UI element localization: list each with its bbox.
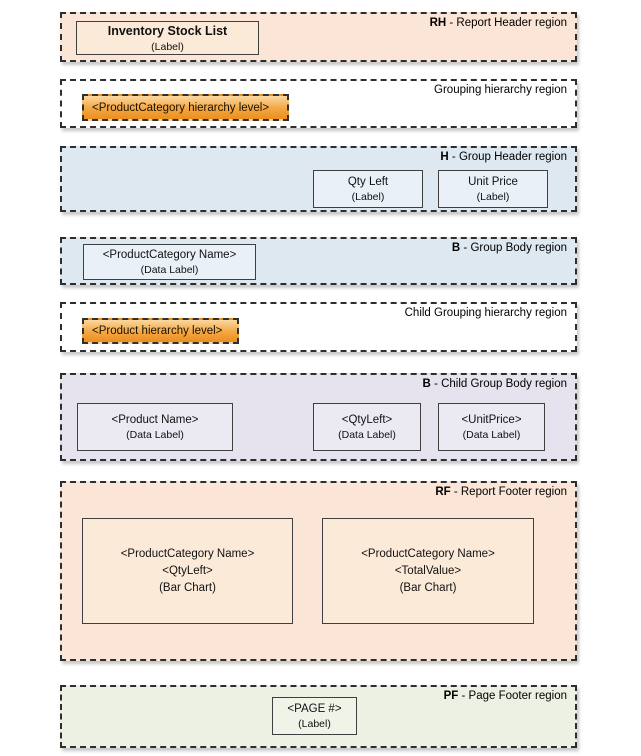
group-header-region-label: H - Group Header region <box>440 151 567 163</box>
region-name: - Report Header region <box>446 17 567 29</box>
product-name-text: <Product Name> <box>111 413 199 426</box>
chart-value-field: <QtyLeft> <box>162 564 213 577</box>
page-number-type: (Label) <box>298 717 331 730</box>
chart-category-field: <ProductCategory Name> <box>120 547 255 560</box>
hierarchy-level-text: <ProductCategory hierarchy level> <box>92 101 270 114</box>
region-code: B <box>422 378 431 390</box>
hierarchy-level-text: <Product hierarchy level> <box>92 325 223 337</box>
report-header-region: RH - Report Header region Inventory Stoc… <box>60 12 577 62</box>
chart-category-field: <ProductCategory Name> <box>361 547 495 560</box>
qty-left-type: (Label) <box>351 190 385 203</box>
unit-price-text: Unit Price <box>468 175 518 188</box>
region-code: RF <box>435 486 451 498</box>
qtyleft-type: (Data Label) <box>338 428 396 441</box>
unitprice-text: <UnitPrice> <box>461 413 522 426</box>
qtyleft-bar-chart[interactable]: <ProductCategory Name> <QtyLeft> (Bar Ch… <box>82 518 293 624</box>
child-grouping-hierarchy-region-label: Child Grouping hierarchy region <box>405 307 567 319</box>
region-name: - Report Footer region <box>450 486 567 498</box>
page-number-text: <PAGE #> <box>287 702 342 715</box>
group-body-region: B - Group Body region <ProductCategory N… <box>60 237 577 285</box>
page-footer-region-label: PF - Page Footer region <box>444 690 567 702</box>
region-name: Grouping hierarchy region <box>434 84 567 96</box>
chart-type: (Bar Chart) <box>159 581 216 594</box>
category-name-text: <ProductCategory Name> <box>102 248 237 261</box>
region-code: H <box>440 151 449 163</box>
grouping-hierarchy-region-label: Grouping hierarchy region <box>434 84 567 96</box>
chart-value-field: <TotalValue> <box>394 564 462 577</box>
child-group-body-region: B - Child Group Body region <Product Nam… <box>60 373 577 461</box>
region-name: - Page Footer region <box>458 690 567 702</box>
report-footer-region-label: RF - Report Footer region <box>435 486 567 498</box>
report-title-label[interactable]: Inventory Stock List (Label) <box>76 21 259 55</box>
group-header-region: H - Group Header region Qty Left (Label)… <box>60 146 577 212</box>
qty-left-text: Qty Left <box>347 175 389 188</box>
child-grouping-hierarchy-region: Child Grouping hierarchy region <Product… <box>60 302 577 352</box>
product-category-name-data-label[interactable]: <ProductCategory Name> (Data Label) <box>83 244 256 280</box>
totalvalue-bar-chart[interactable]: <ProductCategory Name> <TotalValue> (Bar… <box>322 518 534 624</box>
child-group-body-region-label: B - Child Group Body region <box>423 378 567 390</box>
report-header-region-label: RH - Report Header region <box>430 17 567 29</box>
page-number-label[interactable]: <PAGE #> (Label) <box>272 697 357 735</box>
product-name-type: (Data Label) <box>126 428 184 441</box>
product-category-hierarchy-level[interactable]: <ProductCategory hierarchy level> <box>82 94 289 121</box>
grouping-hierarchy-region: Grouping hierarchy region <ProductCatego… <box>60 79 577 128</box>
unitprice-type: (Data Label) <box>462 428 521 441</box>
unit-price-type: (Label) <box>476 190 510 203</box>
region-code: RH <box>429 17 447 29</box>
region-name: - Child Group Body region <box>430 378 567 390</box>
region-code: B <box>451 242 461 254</box>
region-name: Child Grouping hierarchy region <box>404 307 567 319</box>
report-title-type: (Label) <box>151 40 184 53</box>
qtyleft-text: <QtyLeft> <box>341 413 393 426</box>
region-code: PF <box>443 690 459 702</box>
unitprice-data-label[interactable]: <UnitPrice> (Data Label) <box>438 403 545 451</box>
chart-type: (Bar Chart) <box>399 581 457 594</box>
page-footer-region: PF - Page Footer region <PAGE #> (Label) <box>60 685 577 748</box>
region-name: - Group Header region <box>448 151 567 163</box>
report-title-text: Inventory Stock List <box>107 23 228 38</box>
report-footer-region: RF - Report Footer region <ProductCatego… <box>60 481 577 661</box>
product-hierarchy-level[interactable]: <Product hierarchy level> <box>82 318 239 344</box>
region-name: - Group Body region <box>460 242 567 254</box>
unit-price-header-label[interactable]: Unit Price (Label) <box>438 170 548 208</box>
group-body-region-label: B - Group Body region <box>452 242 567 254</box>
qty-left-header-label[interactable]: Qty Left (Label) <box>313 170 423 208</box>
qtyleft-data-label[interactable]: <QtyLeft> (Data Label) <box>313 403 421 451</box>
category-name-type: (Data Label) <box>140 263 199 276</box>
product-name-data-label[interactable]: <Product Name> (Data Label) <box>77 403 233 451</box>
